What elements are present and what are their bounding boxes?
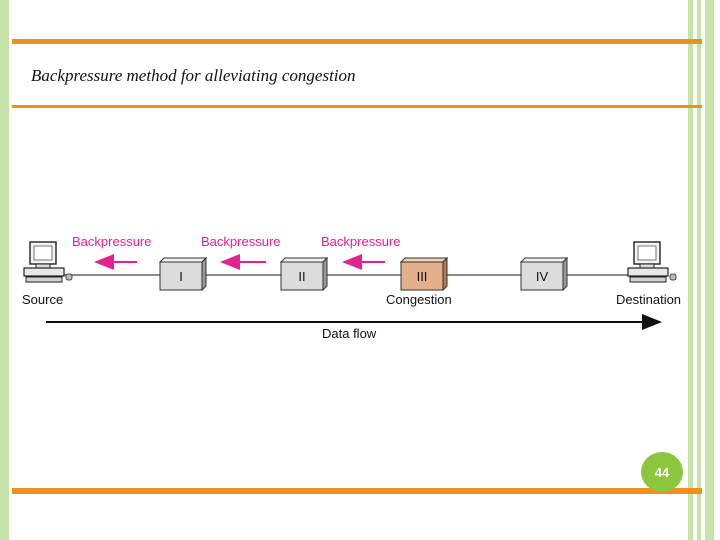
slide-title: Backpressure method for alleviating cong… [31, 66, 356, 85]
congestion-label: Congestion [386, 292, 452, 307]
node-2-label: II [298, 269, 305, 284]
node-3-label: III [417, 269, 428, 284]
source-label: Source [22, 292, 63, 307]
node-4-box [520, 261, 564, 291]
destination-computer-icon [627, 241, 677, 283]
backpressure-label-3: Backpressure [321, 234, 400, 249]
backpressure-label-2: Backpressure [201, 234, 280, 249]
side-stripe-left [0, 0, 9, 540]
title-top-rule [12, 39, 702, 44]
node-4-label: IV [536, 269, 549, 284]
destination-label: Destination [616, 292, 681, 307]
node-2: II [279, 256, 329, 292]
node-3-congested: III [399, 256, 449, 292]
node-1: I [158, 256, 208, 292]
source-computer-icon [23, 241, 73, 283]
side-stripe-right-3 [705, 0, 714, 540]
slide-number-badge: 44 [641, 452, 683, 492]
backpressure-label-1: Backpressure [72, 234, 151, 249]
side-stripe-right-2 [697, 0, 701, 540]
node-1-box [159, 261, 203, 291]
slide-number: 44 [654, 464, 670, 480]
side-stripe-right-1 [688, 0, 693, 540]
footer-rule [12, 488, 702, 494]
node-3-box [400, 261, 444, 291]
data-flow-label: Data flow [322, 326, 377, 341]
node-4: IV [519, 256, 569, 292]
node-1-label: I [179, 269, 183, 284]
title-bottom-rule [12, 105, 702, 108]
node-2-box [280, 261, 324, 291]
